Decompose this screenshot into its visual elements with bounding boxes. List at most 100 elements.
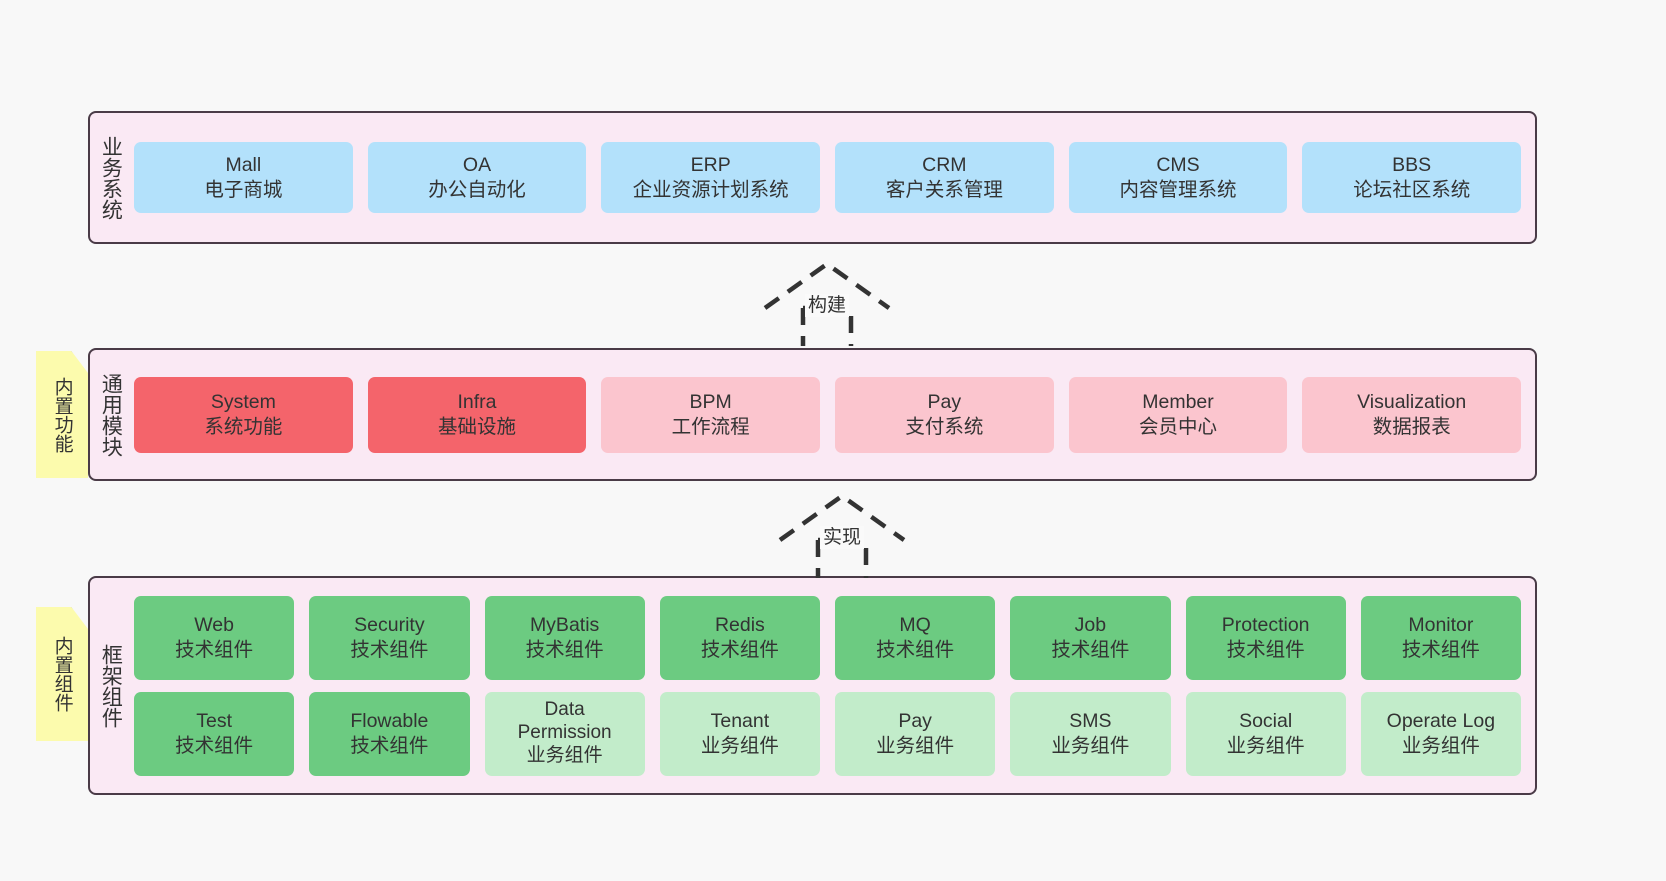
card-title: System [210,390,276,413]
module-card-infra[interactable]: Infra 基础设施 [367,376,587,453]
component-card-pay[interactable]: Pay 业务组件 [835,691,996,776]
component-card-mq[interactable]: MQ 技术组件 [835,595,996,680]
card-title: Operate Log [1386,709,1496,732]
card-subtitle: 基础设施 [438,415,517,438]
card-title: Visualization [1357,390,1467,413]
card-subtitle: 业务组件 [1226,734,1305,757]
band-common-modules: 通用模块 System 系统功能 Infra 基础设施 BPM 工作流程 Pay… [88,348,1537,481]
component-card-mybatis[interactable]: MyBatis 技术组件 [484,595,645,680]
band-row: System 系统功能 Infra 基础设施 BPM 工作流程 Pay 支付系统… [134,376,1522,453]
card-subtitle: 技术组件 [350,734,429,757]
module-card-member[interactable]: Member 会员中心 [1068,376,1288,453]
system-card-crm[interactable]: CRM 客户关系管理 [835,142,1054,213]
arrow-label-build: 构建 [804,294,850,317]
band-label-business-systems: 业务系统 [99,135,123,220]
card-subtitle: 技术组件 [1226,638,1305,661]
component-card-flowable[interactable]: Flowable 技术组件 [309,691,470,776]
card-title: Data Permission [517,699,612,744]
component-card-data-permission[interactable]: Data Permission 业务组件 [484,691,645,776]
component-card-sms[interactable]: SMS 业务组件 [1010,691,1171,776]
card-title: CRM [922,153,967,176]
card-title: Mall [225,153,262,176]
card-title: SMS [1069,709,1112,732]
card-title: Pay [927,390,962,413]
card-subtitle: 业务组件 [876,734,955,757]
system-card-mall[interactable]: Mall 电子商城 [134,142,353,213]
card-title: BBS [1392,153,1432,176]
card-title: CMS [1156,153,1200,176]
component-card-web[interactable]: Web 技术组件 [134,595,295,680]
card-subtitle: 企业资源计划系统 [632,178,789,201]
module-card-visualization[interactable]: Visualization 数据报表 [1302,376,1522,453]
card-subtitle: 技术组件 [1401,638,1480,661]
system-card-bbs[interactable]: BBS 论坛社区系统 [1302,142,1522,213]
system-card-oa[interactable]: OA 办公自动化 [367,142,587,213]
component-card-operate-log[interactable]: Operate Log 业务组件 [1360,691,1521,776]
generalization-arrow-implement: 实现 [770,490,914,578]
band-body-business-systems: Mall 电子商城 OA 办公自动化 ERP 企业资源计划系统 CRM 客户关系… [130,113,1535,242]
card-subtitle: 内容管理系统 [1119,178,1237,201]
module-card-system[interactable]: System 系统功能 [134,376,353,453]
card-title: Infra [457,390,497,413]
generalization-arrow-build: 构建 [755,258,899,346]
card-title: Test [196,709,232,732]
note-builtin-components: 内置组件 [36,607,88,741]
band-row-tech: Web 技术组件 Security 技术组件 MyBatis 技术组件 Redi… [134,595,1521,680]
card-title: Tenant [710,709,770,732]
card-title: MyBatis [529,613,600,636]
card-title: Monitor [1408,613,1474,636]
card-title: Redis [714,613,765,636]
card-title: Security [354,613,425,636]
component-card-social[interactable]: Social 业务组件 [1185,691,1346,776]
card-title: Flowable [350,709,429,732]
card-title: BPM [689,390,732,413]
card-subtitle: 技术组件 [525,638,604,661]
component-card-tenant[interactable]: Tenant 业务组件 [659,691,820,776]
module-card-bpm[interactable]: BPM 工作流程 [601,376,821,453]
component-card-redis[interactable]: Redis 技术组件 [659,595,820,680]
card-title: Member [1142,390,1214,413]
band-row: Mall 电子商城 OA 办公自动化 ERP 企业资源计划系统 CRM 客户关系… [134,142,1522,213]
card-subtitle: 技术组件 [350,638,429,661]
note-fold-corner-icon [71,607,88,624]
band-row-biz: Test 技术组件 Flowable 技术组件 Data Permission … [134,691,1521,776]
card-subtitle: 电子商城 [204,178,283,201]
component-card-test[interactable]: Test 技术组件 [134,691,295,776]
card-subtitle: 业务组件 [1401,734,1480,757]
arrow-label-implement: 实现 [819,526,865,549]
system-card-cms[interactable]: CMS 内容管理系统 [1068,142,1288,213]
card-subtitle: 技术组件 [1051,638,1130,661]
component-card-security[interactable]: Security 技术组件 [309,595,470,680]
band-framework-components: 框架组件 Web 技术组件 Security 技术组件 MyBatis 技术组件… [88,576,1537,795]
note-label: 内置组件 [51,636,73,712]
card-title: Job [1074,613,1107,636]
card-subtitle: 工作流程 [671,415,750,438]
system-card-erp[interactable]: ERP 企业资源计划系统 [601,142,821,213]
band-body-framework-components: Web 技术组件 Security 技术组件 MyBatis 技术组件 Redi… [130,578,1535,793]
component-card-job[interactable]: Job 技术组件 [1010,595,1171,680]
card-subtitle: 客户关系管理 [885,178,1003,201]
band-label-framework-components: 框架组件 [99,643,123,728]
card-title: MQ [899,613,931,636]
card-subtitle: 技术组件 [175,734,254,757]
note-fold-corner-icon [71,351,88,368]
card-title: Pay [898,709,932,732]
card-subtitle: 业务组件 [526,744,603,766]
component-card-monitor[interactable]: Monitor 技术组件 [1360,595,1521,680]
card-subtitle: 技术组件 [876,638,955,661]
card-subtitle: 系统功能 [204,415,283,438]
card-subtitle: 支付系统 [905,415,984,438]
note-builtin-features: 内置功能 [36,351,88,478]
card-subtitle: 数据报表 [1372,415,1451,438]
module-card-pay[interactable]: Pay 支付系统 [835,376,1054,453]
band-body-common-modules: System 系统功能 Infra 基础设施 BPM 工作流程 Pay 支付系统… [130,350,1535,479]
card-subtitle: 办公自动化 [428,178,526,201]
component-card-protection[interactable]: Protection 技术组件 [1185,595,1346,680]
card-title: Social [1239,709,1293,732]
card-subtitle: 会员中心 [1139,415,1218,438]
card-subtitle: 技术组件 [700,638,779,661]
note-label: 内置功能 [51,376,73,453]
card-subtitle: 业务组件 [700,734,779,757]
band-label-common-modules: 通用模块 [99,372,123,457]
card-subtitle: 论坛社区系统 [1353,178,1471,201]
